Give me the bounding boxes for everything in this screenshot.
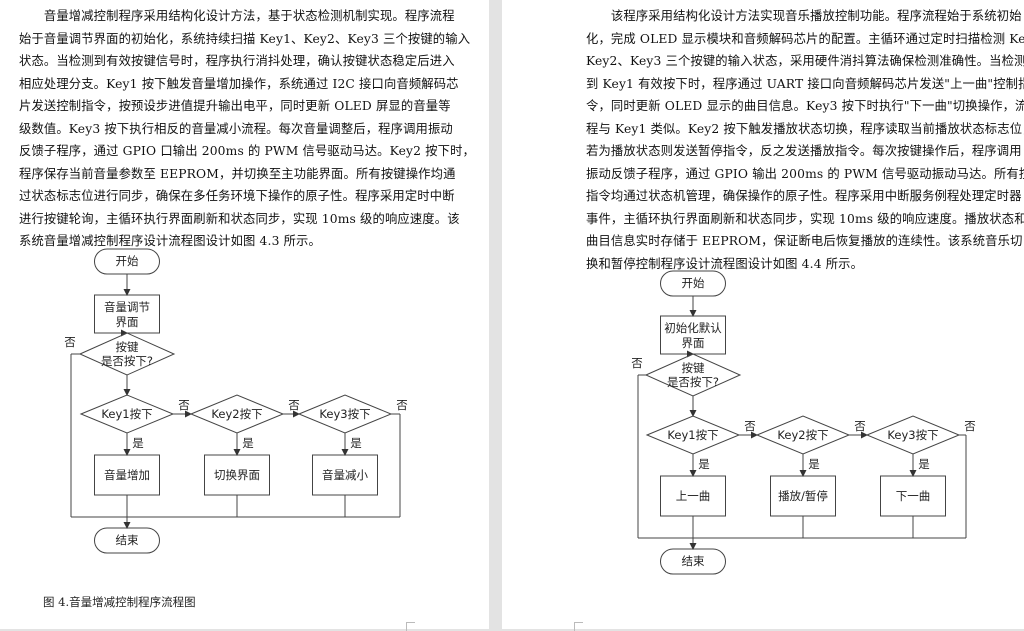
key2-label: Key2按下 bbox=[777, 428, 828, 442]
text-line: 进行按键轮询，主循环执行界面刷新和状态同步，实现 10ms 级的响应速度。该 bbox=[19, 211, 460, 226]
body-text: 该程序采用结构化设计方法实现音乐播放控制功能。程序流程始于系统初始化，完成 OL… bbox=[586, 5, 1024, 275]
text-line: 音量增减控制程序采用结构化设计方法，基于状态检测机制实现。程序流程 bbox=[19, 9, 455, 23]
body-text: 音量增减控制程序采用结构化设计方法，基于状态检测机制实现。程序流程始于音量调节界… bbox=[19, 5, 475, 253]
init-label: 音量调节 bbox=[104, 300, 150, 314]
document-page-right: 该程序采用结构化设计方法实现音乐播放控制功能。程序流程始于系统初始化，完成 OL… bbox=[502, 0, 1024, 631]
page-corner-mark bbox=[406, 622, 415, 631]
text-line: 令，同时更新 OLED 显示的曲目信息。Key3 按下时执行"下一曲"切换操作，… bbox=[586, 99, 1024, 113]
text-line: 始于音量调节界面的初始化，系统持续扫描 Key1、Key2、Key3 三个按键的… bbox=[19, 31, 471, 46]
text-line: 指令均通过状态机管理，确保操作的原子性。程序采用中断服务例程处理定时器 bbox=[586, 189, 1022, 203]
key3-label: Key3按下 bbox=[887, 428, 938, 442]
no-label: 否 bbox=[964, 419, 976, 433]
key2-label: Key2按下 bbox=[211, 407, 262, 421]
decision-label: 是否按下? bbox=[101, 354, 153, 368]
start-label: 开始 bbox=[682, 276, 705, 290]
init-label: 初始化默认 bbox=[664, 321, 722, 335]
text-line: 程与 Key1 类似。Key2 按下触发播放状态切换，程序读取当前播放状态标志位… bbox=[586, 121, 1024, 136]
text-line: Key2、Key3 三个按键的输入状态，采用硬件消抖算法确保检测准确性。当检测 bbox=[586, 54, 1024, 68]
key1-label: Key1按下 bbox=[101, 407, 152, 421]
action-label: 音量增加 bbox=[104, 468, 150, 482]
no-label: 否 bbox=[854, 419, 866, 433]
text-line: 该程序采用结构化设计方法实现音乐播放控制功能。程序流程始于系统初始 bbox=[586, 9, 1022, 23]
no-label: 否 bbox=[744, 419, 756, 433]
text-line: 程序保存当前音量参数至 EEPROM，并切换至主功能界面。所有按键操作均通 bbox=[19, 166, 456, 181]
no-label: 否 bbox=[64, 335, 76, 349]
text-line: 相应处理分支。Key1 按下触发音量增加操作，系统通过 I2C 接口向音频解码芯 bbox=[19, 76, 459, 91]
text-line: 系统音量增减控制程序设计流程图设计如图 4.3 所示。 bbox=[19, 234, 321, 248]
text-line: 过状态标志位进行同步，确保在多任务环境下操作的原子性。程序采用定时中断 bbox=[19, 189, 455, 203]
document-page-left: 音量增减控制程序采用结构化设计方法，基于状态检测机制实现。程序流程始于音量调节界… bbox=[0, 0, 489, 631]
page-corner-mark bbox=[574, 622, 583, 631]
key1-label: Key1按下 bbox=[667, 428, 718, 442]
end-label: 结束 bbox=[116, 533, 139, 547]
text-line: 事件，主循环执行界面刷新和状态同步，实现 10ms 级的响应速度。播放状态和 bbox=[586, 211, 1024, 226]
action-label: 音量减小 bbox=[322, 468, 368, 482]
yes-label: 是 bbox=[242, 436, 254, 450]
figure-caption: 图 4.音量增减控制程序流程图 bbox=[43, 595, 196, 609]
text-line: 换和暂停控制程序设计流程图设计如图 4.4 所示。 bbox=[586, 256, 864, 271]
key3-label: Key3按下 bbox=[319, 407, 370, 421]
text-line: 曲目信息实时存储于 EEPROM，保证断电后恢复播放的连续性。该系统音乐切 bbox=[586, 234, 1023, 248]
text-line: 到 Key1 有效按下时，程序通过 UART 接口向音频解码芯片发送"上一曲"控… bbox=[586, 76, 1024, 91]
yes-label: 是 bbox=[918, 457, 930, 471]
text-line: 振动反馈子程序，通过 GPIO 输出 200ms 的 PWM 信号驱动振动马达。… bbox=[586, 166, 1024, 181]
decision-label: 按键 bbox=[682, 361, 705, 375]
text-line: 级数值。Key3 按下执行相反的音量减小流程。每次音量调整后，程序调用振动 bbox=[19, 121, 453, 136]
decision-label: 是否按下? bbox=[667, 375, 719, 389]
no-label: 否 bbox=[288, 398, 300, 412]
action-label: 切换界面 bbox=[214, 468, 260, 482]
action-label: 播放/暂停 bbox=[778, 489, 828, 503]
end-terminator bbox=[94, 527, 160, 554]
start-label: 开始 bbox=[116, 254, 139, 268]
init-label: 界面 bbox=[116, 315, 139, 329]
text-line: 反馈子程序，通过 GPIO 口输出 200ms 的 PWM 信号驱动马达。Key… bbox=[19, 144, 475, 158]
no-label: 否 bbox=[178, 398, 190, 412]
key-pressed-decision bbox=[644, 353, 742, 397]
no-label: 否 bbox=[396, 398, 408, 412]
key-pressed-decision bbox=[78, 332, 176, 376]
text-line: 片发送控制指令，按预设步进值提升输出电平，同时更新 OLED 屏显的音量等 bbox=[19, 99, 451, 113]
text-line: 状态。当检测到有效按键信号时，程序执行消抖处理，确认按键状态稳定后进入 bbox=[19, 54, 455, 68]
end-terminator bbox=[660, 548, 726, 575]
action-label: 下一曲 bbox=[896, 489, 931, 503]
end-label: 结束 bbox=[682, 554, 705, 568]
init-label: 界面 bbox=[682, 336, 705, 350]
no-label: 否 bbox=[631, 356, 643, 370]
yes-label: 是 bbox=[808, 457, 820, 471]
text-line: 若为播放状态则发送暂停指令，反之发送播放指令。每次按键操作后，程序调用 bbox=[586, 144, 1022, 158]
decision-label: 按键 bbox=[116, 340, 139, 354]
yes-label: 是 bbox=[350, 436, 362, 450]
action-label: 上一曲 bbox=[676, 489, 711, 503]
yes-label: 是 bbox=[698, 457, 710, 471]
text-line: 化，完成 OLED 显示模块和音频解码芯片的配置。主循环通过定时扫描检测 Key… bbox=[586, 31, 1024, 46]
yes-label: 是 bbox=[132, 436, 144, 450]
